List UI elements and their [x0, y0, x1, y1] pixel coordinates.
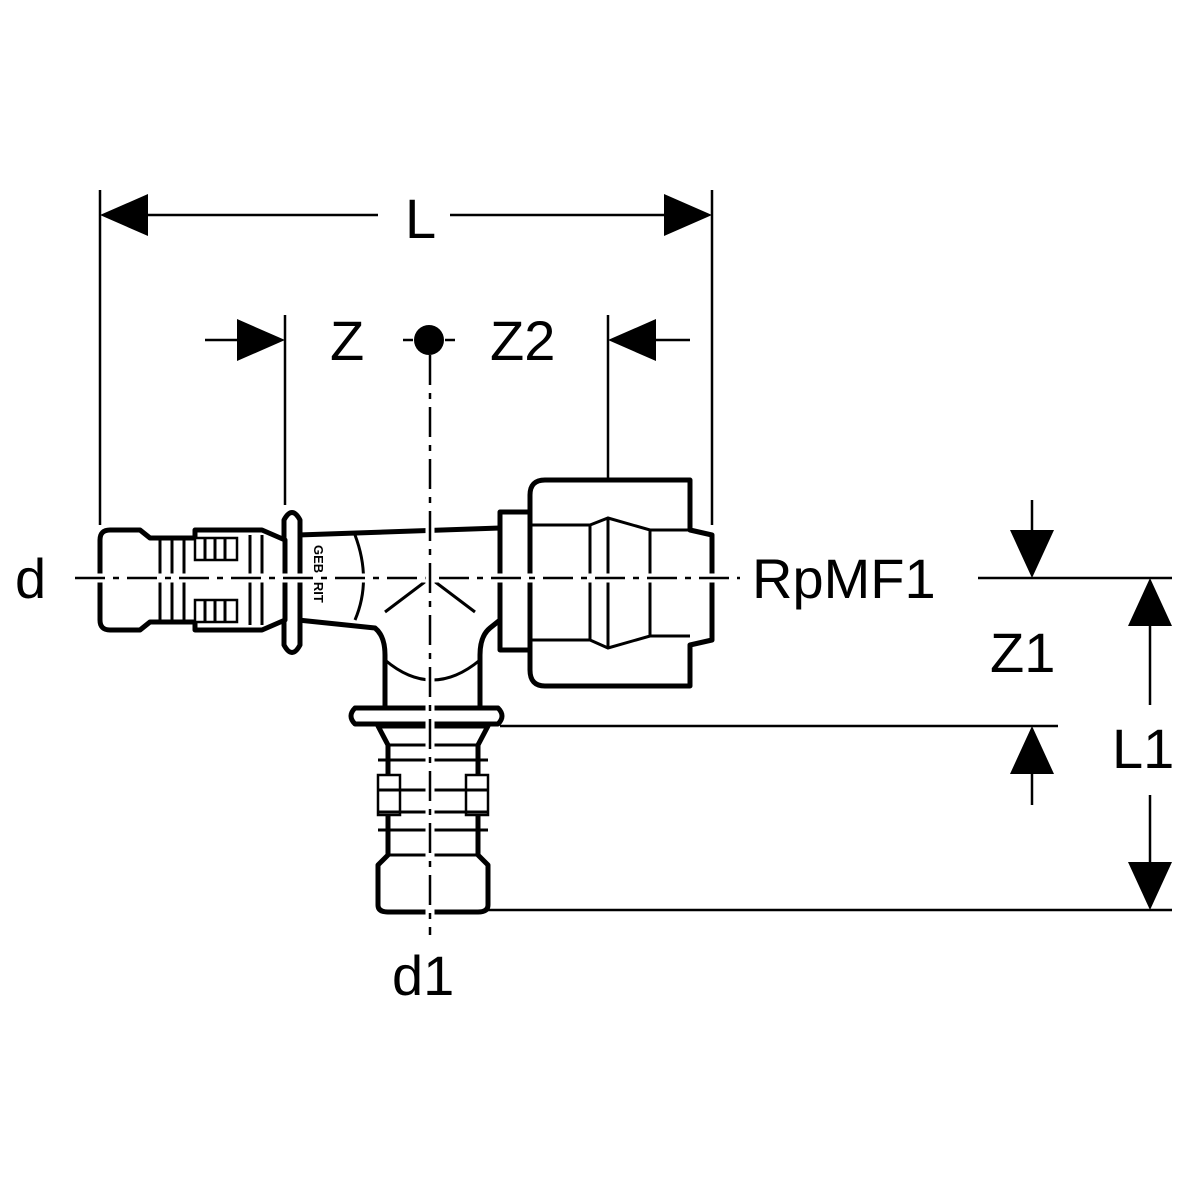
label-L1: L1 [1112, 717, 1174, 780]
arrow-Z2 [608, 319, 656, 361]
center-point [414, 325, 444, 355]
label-d: d [15, 547, 46, 610]
arrow-L1-top [1128, 578, 1172, 626]
label-Z1: Z1 [990, 621, 1055, 684]
dimension-Z1-L1: Z1 L1 [488, 500, 1174, 912]
label-RpMF1: RpMF1 [752, 547, 936, 610]
arrow-Z1-bottom [1010, 726, 1054, 774]
arrow-Z [237, 319, 285, 361]
dimension-Z-Z2: Z Z2 [205, 309, 690, 505]
label-d1: d1 [392, 944, 454, 1007]
label-Z: Z [330, 309, 364, 372]
right-nut [527, 477, 715, 689]
tee-body [295, 525, 503, 711]
arrow-right-L [664, 194, 712, 236]
arrow-Z1-top [1010, 530, 1054, 578]
arrow-L1-bottom [1128, 862, 1172, 910]
tee-fitting: GEBERIT [97, 477, 715, 915]
dimension-L: L [98, 187, 714, 525]
label-Z2: Z2 [490, 309, 555, 372]
arrow-left-L [100, 194, 148, 236]
label-L: L [405, 187, 436, 250]
center-lines [75, 355, 740, 935]
